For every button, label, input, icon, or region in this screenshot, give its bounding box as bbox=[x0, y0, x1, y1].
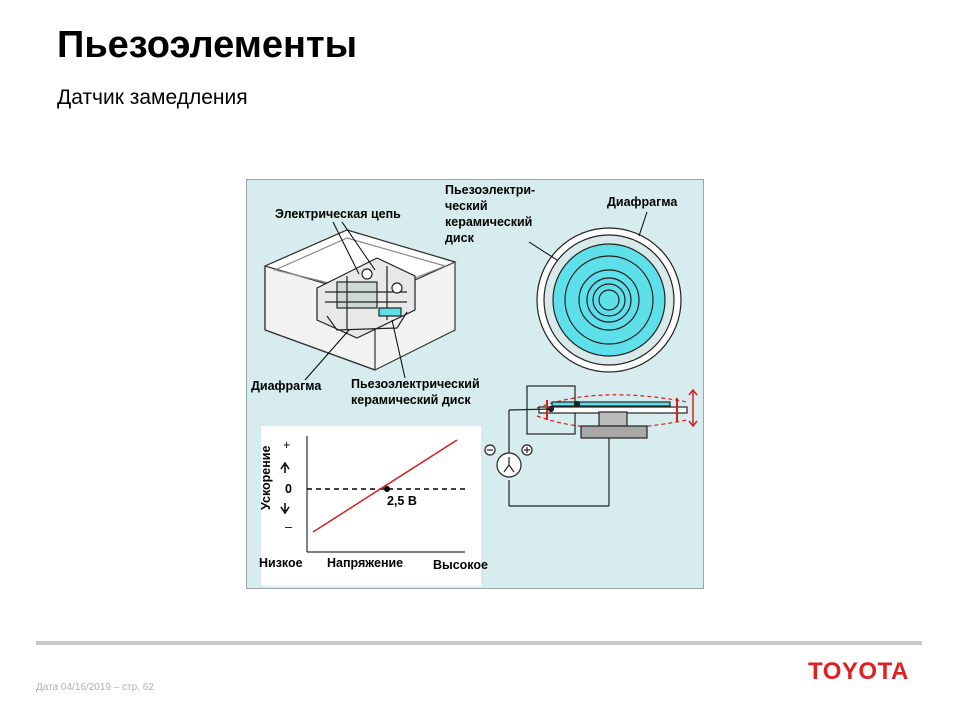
page-title: Пьезоэлементы bbox=[57, 24, 358, 66]
plus-sign: + bbox=[283, 438, 291, 452]
x-high-label: Высокое bbox=[433, 558, 488, 572]
deceleration-sensor-figure: Электрическая цепь Пьезоэлектри- ческий … bbox=[246, 179, 704, 589]
diaphragm-disc-view bbox=[528, 211, 682, 373]
diaphragm-label-left: Диафрагма bbox=[251, 379, 322, 393]
sensor-housing bbox=[263, 221, 457, 381]
cross-section bbox=[484, 385, 698, 507]
piezo-disc-label-bottom: Пьезоэлектрический керамический диск bbox=[351, 377, 480, 407]
output-line bbox=[312, 439, 458, 533]
voltage-axis-label: Напряжение bbox=[327, 556, 404, 570]
page-subtitle: Датчик замедления bbox=[57, 86, 248, 109]
zero-label: 0 bbox=[285, 482, 292, 496]
point-marker bbox=[384, 486, 390, 492]
toyota-logo: TOYOTA bbox=[808, 658, 909, 685]
acceleration-axis-label: Ускорение bbox=[259, 445, 273, 510]
voltage-acceleration-graph bbox=[261, 426, 481, 586]
diaphragm-label-right: Диафрагма bbox=[607, 195, 678, 209]
footer-divider bbox=[36, 641, 922, 645]
electric-circuit-label: Электрическая цепь bbox=[275, 207, 401, 221]
piezo-disc-label-top: Пьезоэлектри- ческий керамический диск bbox=[445, 183, 536, 245]
x-low-label: Низкое bbox=[259, 556, 303, 570]
footer-date-page: Дата 04/16/2019 – стр. 62 bbox=[36, 682, 154, 693]
voltage-point-label: 2,5 В bbox=[387, 494, 417, 508]
minus-sign: – bbox=[285, 520, 292, 534]
sensor-illustration bbox=[261, 211, 698, 586]
